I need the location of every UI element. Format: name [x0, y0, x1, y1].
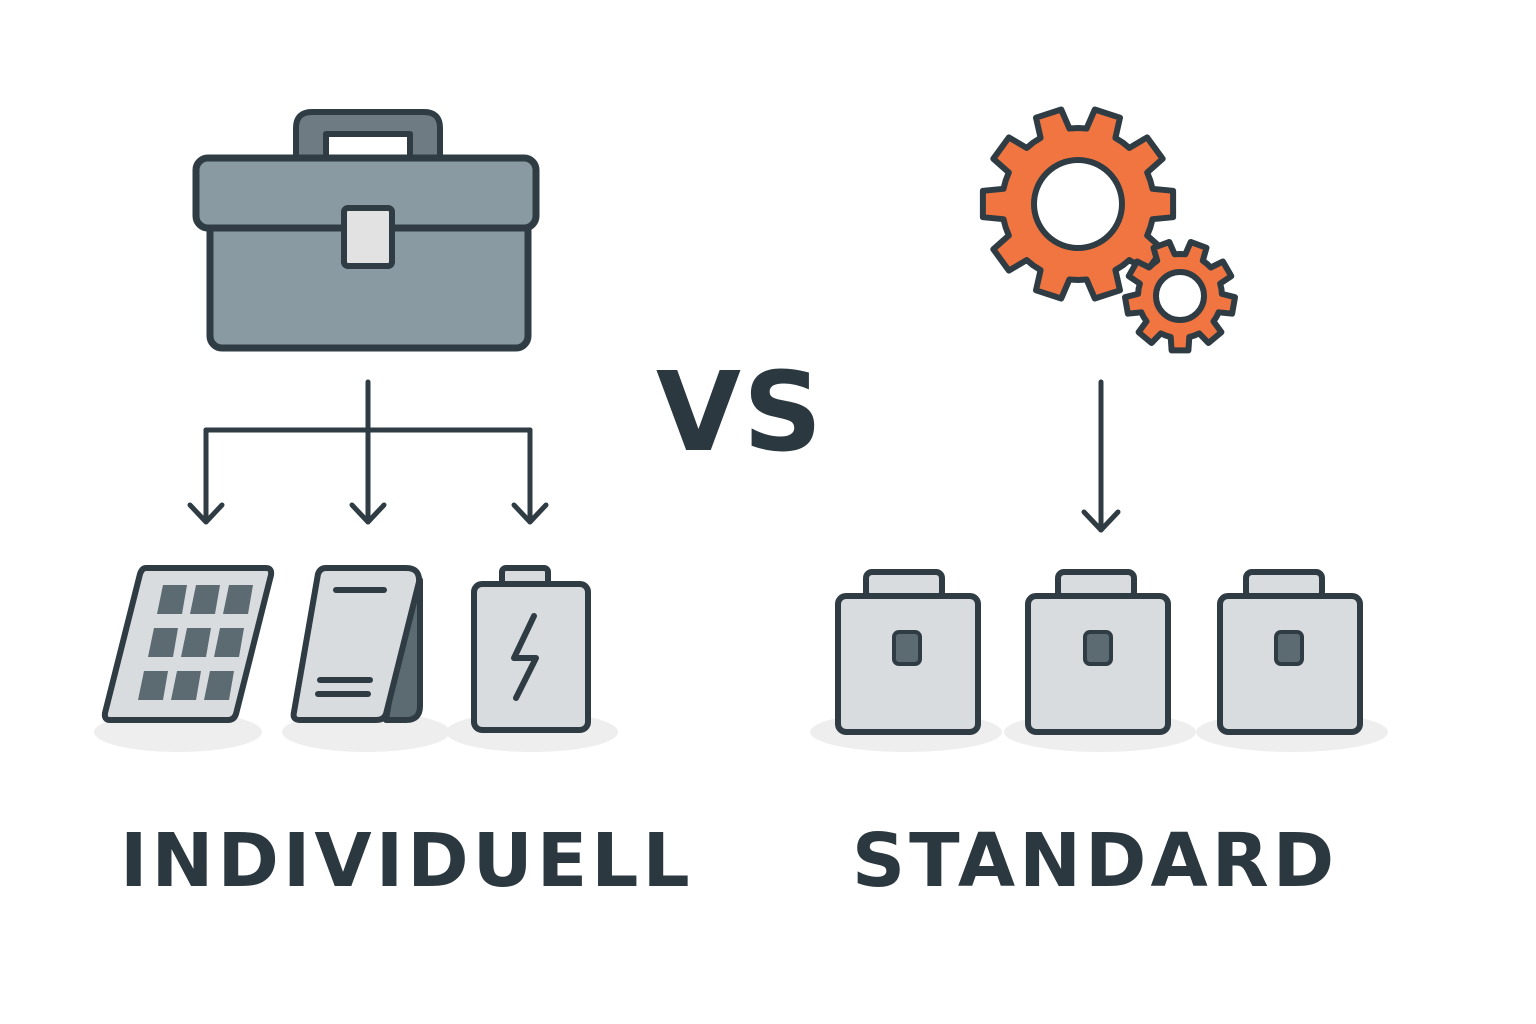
- vs-label: VS: [655, 348, 825, 476]
- toolbox-icon: [192, 109, 540, 352]
- standard-box-icon: [1217, 569, 1363, 735]
- standard-box-icon: [1025, 569, 1171, 735]
- small-gear-icon: [1122, 239, 1238, 354]
- large-gear-icon: [979, 106, 1177, 302]
- standard-label: STANDARD: [851, 818, 1339, 904]
- battery-icon: [471, 565, 591, 733]
- big-gear-hole: [1031, 157, 1125, 251]
- branch-arrows: [187, 379, 549, 525]
- small-gear-hole: [1153, 269, 1207, 323]
- standard-box-icon: [835, 569, 981, 735]
- document-panel-icon: [290, 565, 423, 723]
- individuell-label: INDIVIDUELL: [120, 818, 694, 904]
- down-arrow: [1081, 379, 1121, 533]
- solar-panel-icon: [101, 565, 275, 723]
